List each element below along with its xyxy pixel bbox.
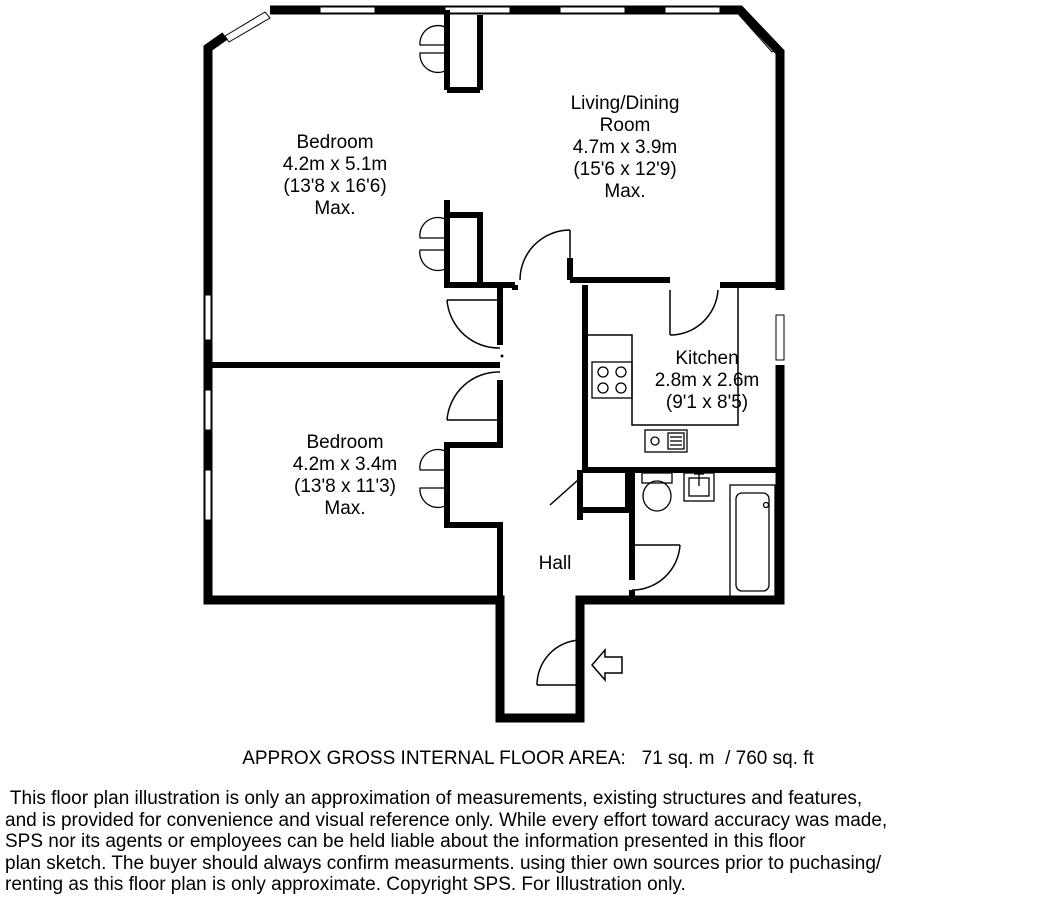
- room-imperial: (15'6 x 12'9): [573, 159, 677, 180]
- room-label-bedroom-2: Bedroom 4.2m x 3.4m (13'8 x 11'3) Max.: [265, 432, 425, 520]
- disclaimer-line: and is provided for convenience and visu…: [5, 809, 888, 831]
- bath-icon: [729, 484, 776, 598]
- hall-dot: [500, 354, 504, 358]
- sink-icon: [644, 429, 688, 453]
- toilet-icon: [641, 472, 673, 512]
- windows: [205, 7, 783, 520]
- room-imperial: (9'1 x 8'5): [665, 392, 749, 413]
- disclaimer-text: This floor plan illustration is only an …: [5, 788, 1053, 896]
- room-label-kitchen: Kitchen 2.8m x 2.6m (9'1 x 8'5): [627, 348, 787, 414]
- room-label-hall: Hall: [520, 553, 590, 575]
- floor-area-metric: 71 sq. m: [641, 748, 715, 769]
- basin-icon: [683, 472, 715, 502]
- room-metric: 4.2m x 5.1m: [282, 154, 388, 175]
- room-name-line2: Room: [599, 115, 651, 136]
- room-suffix: Max.: [314, 198, 356, 219]
- room-label-living-dining: Living/Dining Room 4.7m x 3.9m (15'6 x 1…: [545, 93, 705, 203]
- room-suffix: Max.: [324, 498, 366, 519]
- window-frames: [203, 5, 785, 521]
- disclaimer-line: This floor plan illustration is only an …: [5, 788, 863, 809]
- disclaimer-line: SPS nor its agents or employees can be h…: [5, 831, 806, 852]
- room-name: Bedroom: [306, 432, 384, 453]
- room-suffix: Max.: [604, 181, 646, 202]
- floor-area-imperial: 760 sq. ft: [735, 748, 814, 769]
- room-name: Hall: [538, 553, 572, 574]
- disclaimer-line: renting as this floor plan is only appro…: [5, 874, 686, 895]
- room-imperial: (13'8 x 16'6): [283, 176, 387, 197]
- floor-area-summary: APPROX GROSS INTERNAL FLOOR AREA: 71 sq.…: [0, 748, 1056, 770]
- interior-walls: [208, 10, 780, 600]
- wardrobe-doors: [419, 24, 448, 509]
- hob-icon: [591, 361, 633, 399]
- room-name-line1: Living/Dining: [570, 93, 680, 114]
- door-swings: [446, 229, 719, 686]
- floor-area-separator: /: [725, 748, 731, 769]
- floor-area-label: APPROX GROSS INTERNAL FLOOR AREA:: [242, 748, 626, 769]
- kitchen-counter: [588, 288, 739, 426]
- disclaimer-line: plan sketch. The buyer should always con…: [5, 852, 882, 874]
- room-metric: 2.8m x 2.6m: [654, 370, 760, 391]
- floor-plan: [203, 5, 785, 723]
- room-imperial: (13'8 x 11'3): [294, 476, 396, 497]
- room-label-bedroom-1: Bedroom 4.2m x 5.1m (13'8 x 16'6) Max.: [255, 132, 415, 220]
- entrance-arrow-icon: [591, 647, 623, 683]
- room-metric: 4.2m x 3.4m: [292, 454, 398, 475]
- room-metric: 4.7m x 3.9m: [572, 137, 678, 158]
- room-name: Kitchen: [675, 348, 739, 369]
- room-name: Bedroom: [296, 132, 374, 153]
